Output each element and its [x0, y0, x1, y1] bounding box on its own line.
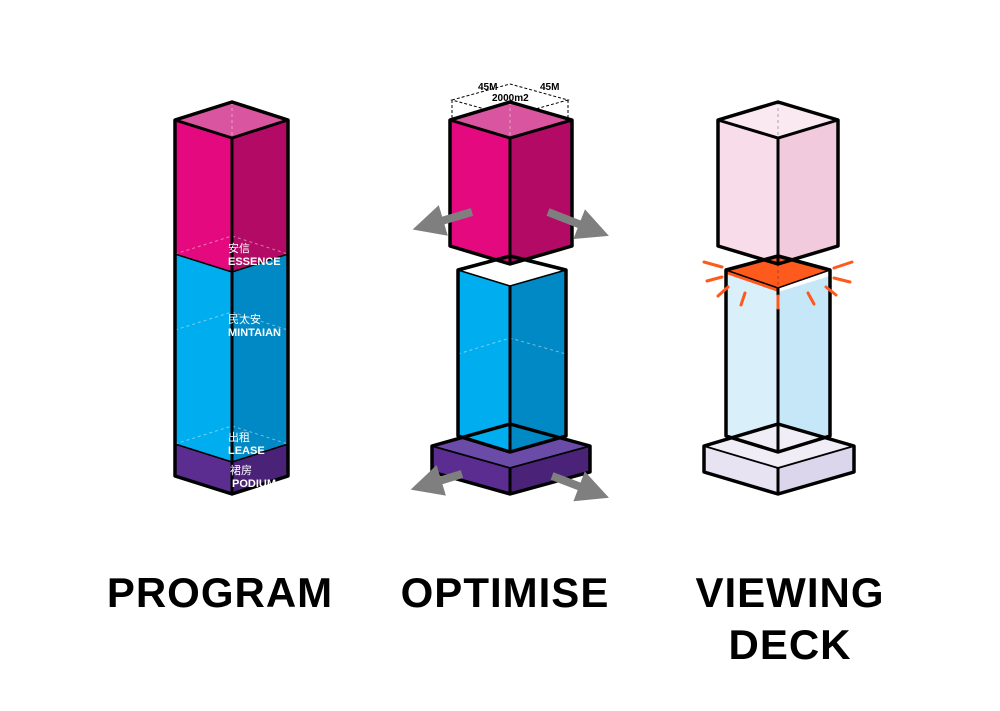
- width-dimension: 45M: [478, 82, 497, 93]
- viewing-title-line1: VIEWING: [695, 569, 885, 616]
- podium-front: [175, 444, 232, 494]
- area-dimension: 2000m2: [492, 93, 529, 104]
- essence-label-en: ESSENCE: [228, 256, 281, 268]
- essence-front: [175, 120, 232, 272]
- arrow-upper-right: [546, 208, 609, 240]
- mintaian-label-zh: 民太安: [228, 312, 261, 326]
- podium-label-zh: 裙房: [230, 464, 252, 477]
- viewing-deck-glow: [702, 260, 854, 310]
- arrow-upper-left: [412, 205, 474, 236]
- tower-front: [175, 254, 232, 462]
- podium-label-en: PODIUM: [232, 478, 276, 490]
- program-tower: [173, 100, 290, 496]
- program-title: PROGRAM: [106, 569, 334, 616]
- lease-label-zh: 出租: [228, 430, 250, 444]
- essence-side: [232, 120, 288, 272]
- depth-dimension: 45M: [540, 82, 559, 93]
- arrow-lower-right: [550, 471, 609, 502]
- viewing-deck-tower: [702, 100, 856, 496]
- tower-side: [232, 254, 288, 462]
- mintaian-label-en: MINTAIAN: [228, 327, 281, 339]
- essence-label-zh: 安信: [228, 241, 250, 255]
- optimise-title: OPTIMISE: [400, 569, 610, 616]
- optimise-tower: [430, 100, 592, 496]
- podium-side: [232, 444, 288, 494]
- lease-label-en: LEASE: [228, 445, 265, 457]
- arrow-lower-left: [410, 465, 464, 496]
- viewing-title-line2: DECK: [728, 621, 852, 668]
- expansion-arrows: [410, 205, 609, 502]
